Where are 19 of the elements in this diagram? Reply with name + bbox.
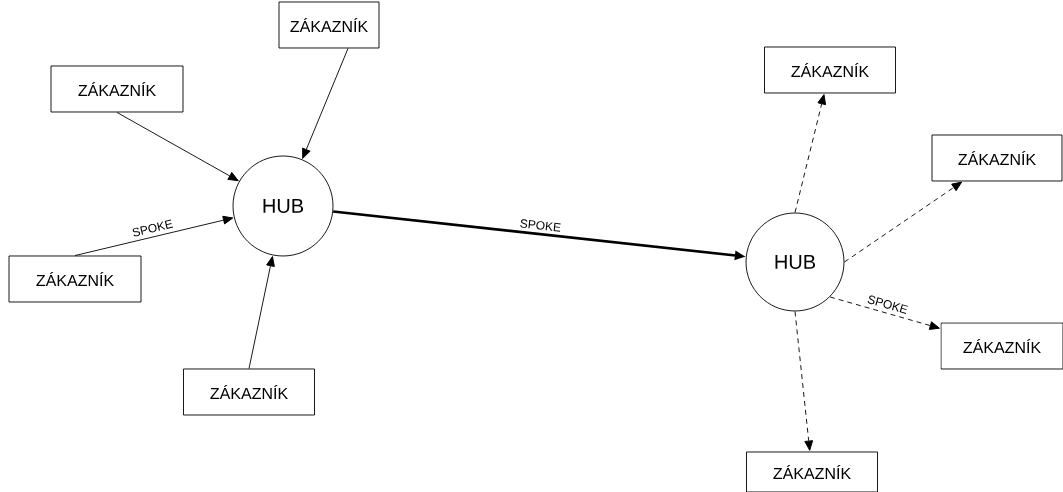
arrow — [116, 112, 239, 182]
arrow — [829, 296, 940, 330]
customer-box: ZÁKAZNÍK — [278, 1, 380, 49]
customer-box: ZÁKAZNÍK — [931, 134, 1063, 182]
customer-box: ZÁKAZNÍK — [183, 368, 315, 416]
customer-box: ZÁKAZNÍK — [746, 451, 878, 492]
arrow — [302, 48, 349, 159]
edge-label: SPOKE — [132, 219, 173, 237]
customer-box: ZÁKAZNÍK — [764, 46, 896, 94]
arrow — [794, 311, 814, 451]
edge-label: SPOKE — [520, 219, 561, 232]
arrow — [74, 215, 234, 256]
arrow — [248, 256, 275, 369]
edge-label: SPOKE — [867, 295, 908, 314]
customer-box: ZÁKAZNÍK — [8, 255, 142, 303]
customer-box: ZÁKAZNÍK — [940, 322, 1063, 370]
arrow — [794, 94, 827, 213]
arrow — [844, 181, 963, 263]
customer-box: ZÁKAZNÍK — [50, 65, 184, 113]
